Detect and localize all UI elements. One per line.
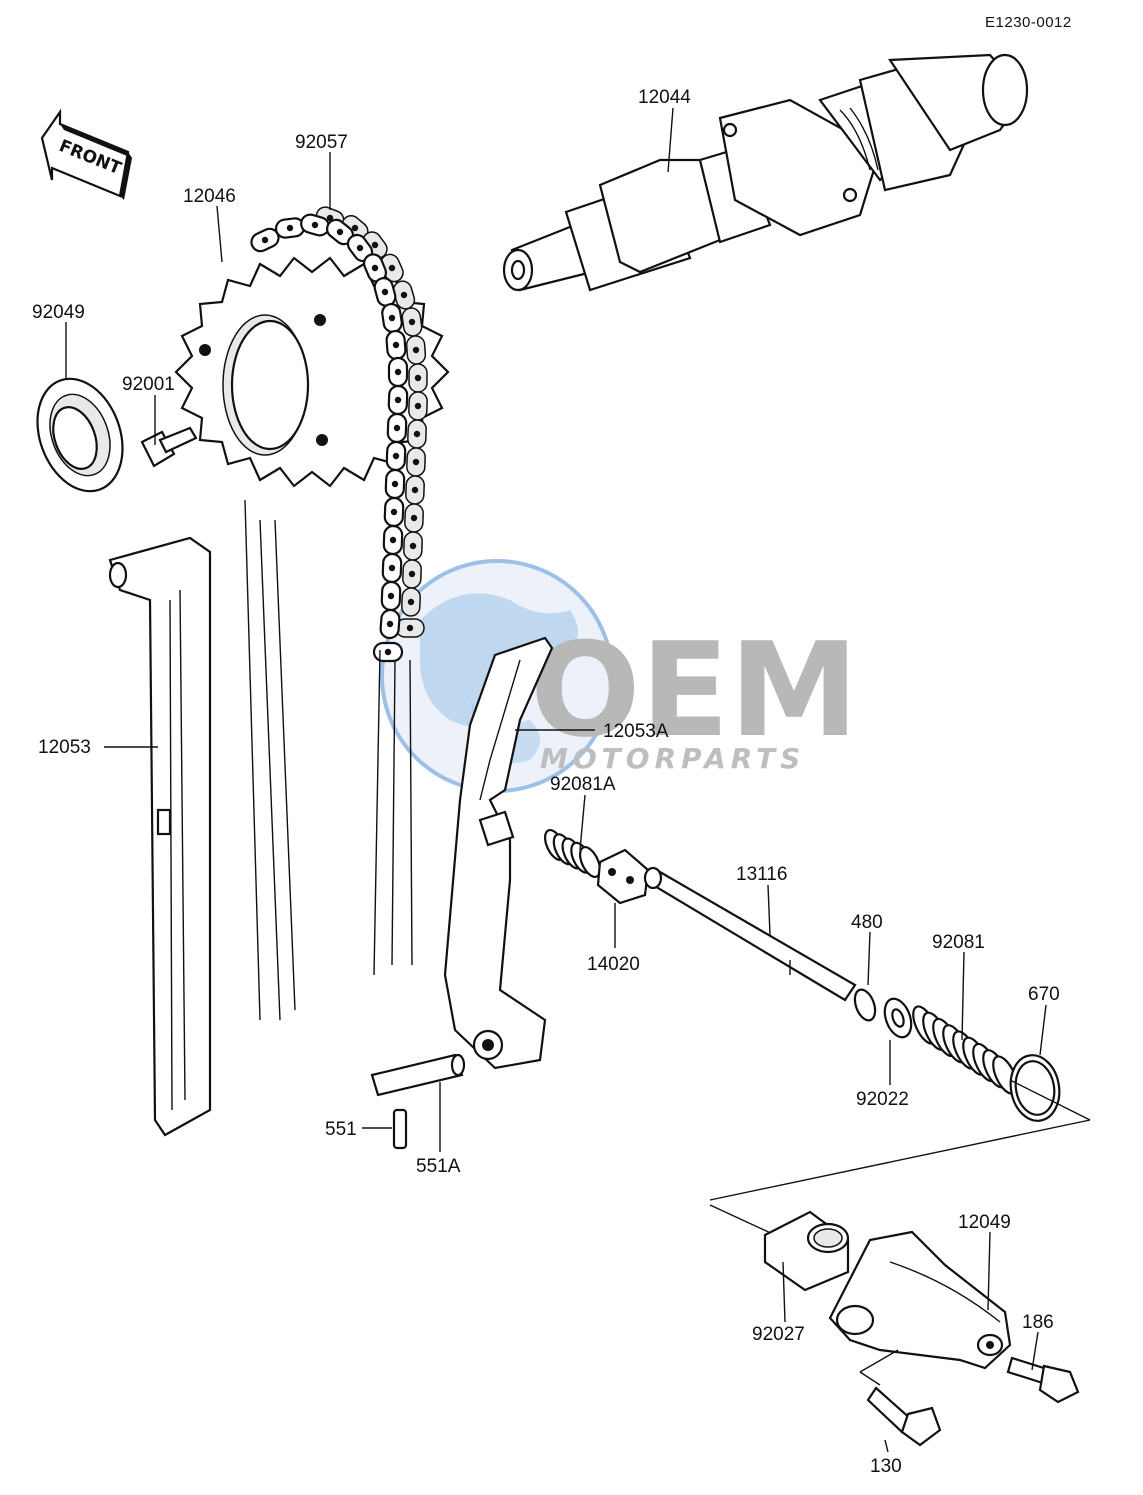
pin-551A (370, 1053, 466, 1097)
chain-pin (414, 374, 422, 382)
label-12044: 12044 (638, 87, 691, 108)
chain-pin (411, 486, 419, 494)
chain-pin (412, 346, 420, 354)
leader-lines (65, 107, 1047, 1453)
chain-pin (384, 648, 392, 656)
chain-pin (414, 402, 422, 410)
label-92081A: 92081A (550, 774, 616, 795)
cam-sprocket (174, 256, 450, 488)
plunger-block (596, 848, 650, 905)
chain-pin (409, 542, 417, 550)
label-670: 670 (1028, 984, 1060, 1005)
label-186: 186 (1022, 1312, 1054, 1333)
diagram-code: E1230-0012 (985, 14, 1072, 31)
spring-92081 (912, 1005, 1018, 1095)
chain-pin (381, 288, 389, 296)
chain-guide-tensioner (443, 636, 554, 1070)
label-12049: 12049 (958, 1212, 1011, 1233)
chain-pin (392, 341, 400, 349)
chain-pin (286, 224, 294, 232)
seal-ring (36, 377, 124, 493)
label-92049: 92049 (32, 302, 85, 323)
label-14020: 14020 (587, 954, 640, 975)
pin-551 (392, 1108, 408, 1150)
watermark-main: OEM (530, 614, 859, 766)
cam-chain (250, 206, 428, 663)
circlip-480 (853, 988, 877, 1022)
chain-guide-left (108, 536, 212, 1137)
chain-pin (394, 368, 402, 376)
assembly-lines (709, 1079, 1091, 1236)
label-12053A: 12053A (603, 721, 669, 742)
chain-pin (371, 241, 379, 249)
chain-pin (261, 236, 269, 244)
chain-pin (388, 314, 396, 322)
chain-pin (400, 291, 408, 299)
bolt-130 (859, 1349, 942, 1447)
chain-pin (391, 480, 399, 488)
camshaft (502, 53, 1029, 292)
label-130: 130 (870, 1456, 902, 1477)
chain-pin (387, 592, 395, 600)
chain-pin (408, 570, 416, 578)
chain-pin (386, 620, 394, 628)
chain-pin (389, 536, 397, 544)
bolt-186 (1006, 1356, 1080, 1404)
chain-pin (390, 508, 398, 516)
chain-pin (406, 624, 414, 632)
chain-pin (394, 396, 402, 404)
chain-pin (388, 564, 396, 572)
label-13116: 13116 (736, 864, 787, 885)
label-12053: 12053 (38, 737, 91, 758)
oem-watermark: OEM MOTORPARTS (380, 559, 859, 793)
chain-pin (412, 458, 420, 466)
label-551A: 551A (416, 1156, 461, 1177)
part-labels: 12044 92057 12046 92049 92001 12053 1205… (32, 87, 1060, 1477)
guide-lines (244, 499, 413, 1021)
chain-pin (336, 228, 344, 236)
cap-92027 (763, 1210, 850, 1292)
label-480: 480 (851, 912, 883, 933)
spring-92081A (543, 829, 602, 878)
label-92057: 92057 (295, 132, 348, 153)
push-rod (643, 866, 857, 1002)
gasket-670 (1009, 1054, 1061, 1122)
chain-pin (311, 221, 319, 229)
chain-pin (392, 452, 400, 460)
watermark-sub: MOTORPARTS (540, 742, 805, 775)
washer-92022 (883, 997, 913, 1039)
chain-pin (326, 214, 334, 222)
chain-pin (413, 430, 421, 438)
chain-pin (393, 424, 401, 432)
label-92022: 92022 (856, 1089, 909, 1110)
tensioner-body (828, 1230, 1012, 1370)
front-arrow-icon: FRONT (40, 108, 132, 200)
chain-pin (408, 318, 416, 326)
label-551: 551 (325, 1119, 357, 1140)
label-92001: 92001 (122, 374, 175, 395)
label-92027: 92027 (752, 1324, 805, 1345)
chain-pin (371, 264, 379, 272)
label-12046: 12046 (183, 186, 236, 207)
chain-pin (351, 224, 359, 232)
chain-pin (388, 264, 396, 272)
bolt-92001 (140, 426, 198, 468)
chain-pin (407, 598, 415, 606)
chain-pin (356, 244, 364, 252)
label-92081: 92081 (932, 932, 985, 953)
spring-coil (578, 846, 602, 878)
chain-pin (410, 514, 418, 522)
